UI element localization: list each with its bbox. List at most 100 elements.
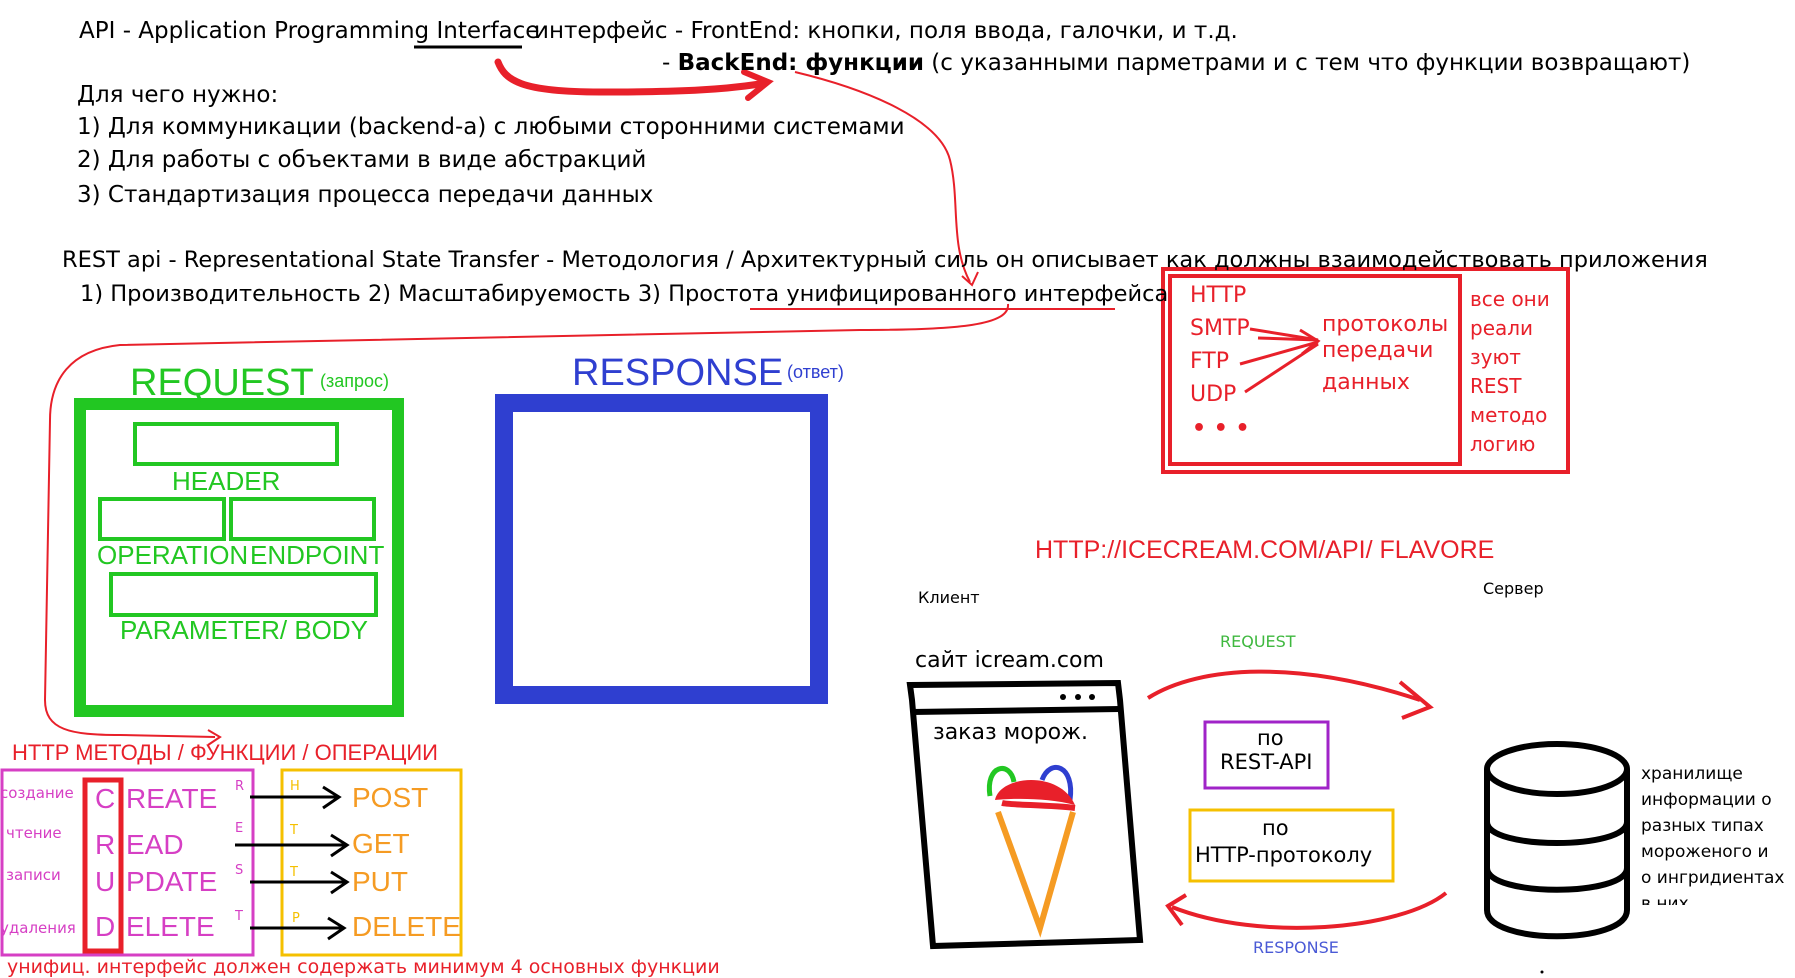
database-icon [1484, 741, 1630, 940]
rest-api-by: по [1257, 726, 1284, 750]
order-label: заказ морож. [933, 720, 1088, 745]
protocol-udp: UDP [1190, 382, 1237, 407]
rest-letter-e: E [235, 821, 244, 836]
update-put-arrow [330, 870, 350, 895]
rest-api-box [1203, 720, 1330, 790]
interface-arrowhead [741, 69, 774, 101]
rest-letter-r: R [235, 779, 245, 794]
api-definition-text: API - Application Programming [79, 18, 437, 44]
http-verbs-box [280, 768, 463, 957]
rest-api-label: REST-API [1220, 750, 1313, 774]
api-url-base: HTTP://ICECREAM.COM/API/ [1035, 536, 1373, 564]
body-field [109, 572, 378, 617]
crud-desc-delete: удаления [0, 919, 76, 937]
client-label: Клиент [918, 588, 980, 607]
http-letter-h: H [290, 779, 300, 794]
protocols-caption-3: данных [1322, 370, 1410, 395]
create-post-arrow [322, 785, 342, 810]
protocols-side-6: логию [1470, 432, 1536, 456]
server-label: Сервер [1483, 579, 1544, 598]
response-arrow-label: RESPONSE [1253, 938, 1339, 957]
protocols-side-3: зуют [1470, 345, 1521, 369]
http-protocol-by: по [1262, 816, 1289, 840]
rest-benefits: 1) Производительность 2) Масштабируемост… [80, 281, 1169, 307]
rest-letter-s: S [235, 863, 244, 878]
protocol-more: • • • [1192, 416, 1250, 441]
ice-cream-icon [986, 764, 1076, 938]
methods-arrowhead [207, 729, 222, 746]
request-box [74, 398, 404, 717]
read-get-arrow [330, 833, 350, 858]
http-methods-title: HTTP МЕТОДЫ / ФУНКЦИИ / ОПЕРАЦИИ [12, 740, 438, 765]
protocols-caption-1: протоколы [1322, 312, 1449, 337]
why-heading: Для чего нужно: [77, 82, 279, 108]
backend-to-interface-link [794, 71, 971, 283]
interface-word: Interface [436, 18, 540, 44]
why-item-2: 2) Для работы с объектами в виде абстрак… [77, 147, 647, 173]
response-subtitle: (ответ) [787, 362, 844, 382]
client-window [906, 679, 1144, 950]
interface-to-backend-arrow [494, 58, 764, 96]
protocols-outer-box [1161, 267, 1570, 474]
request-subtitle: (запрос) [320, 371, 390, 391]
crud-letter-u: U [95, 866, 116, 897]
backend-description: (с указанными парметрами и с тем что фун… [923, 50, 1691, 76]
crud-desc-update: записи [6, 866, 61, 884]
crud-word-update: PDATE [126, 866, 218, 897]
verb-post: POST [352, 782, 429, 813]
why-item-3: 3) Стандартизация процесса передачи данн… [77, 182, 654, 208]
protocols-inner-box [1168, 274, 1462, 466]
crud-word-create: REATE [126, 783, 218, 814]
backend-dash: - [662, 50, 678, 76]
storage-line-5: о ингридиентах [1641, 868, 1785, 888]
api-url: HTTP://ICECREAM.COM/API/ FLAVORE [1035, 538, 1494, 563]
request-arrow-label: REQUEST [1220, 632, 1296, 651]
operation-field [98, 497, 226, 541]
protocol-http: HTTP [1190, 283, 1247, 308]
crud-desc-create: создание [0, 784, 74, 802]
response-box [495, 394, 828, 704]
protocols-side-1: все они [1470, 287, 1550, 311]
crud-desc-read: чтение [6, 824, 62, 842]
why-item-1: 1) Для коммуникации (backend-а) с любыми… [77, 114, 905, 140]
header-label: HEADER [172, 466, 281, 496]
http-letter-t2: T [290, 865, 298, 880]
crud-word-delete: ELETE [126, 911, 215, 942]
protocols-side-4: REST [1470, 374, 1522, 398]
storage-line-2: информации о [1641, 790, 1772, 810]
window-titlebar [911, 706, 1121, 715]
api-url-resource: FLAVORE [1372, 536, 1495, 564]
endpoint-label: ENDPOINT [250, 540, 385, 570]
protocol-ftp: FTP [1190, 349, 1229, 374]
crud-word-read: EAD [126, 829, 184, 860]
delete-delete-arrow [327, 916, 347, 941]
crud-letter-c: C [95, 783, 116, 814]
response-arrow [1171, 891, 1448, 930]
protocols-arrowhead [1299, 328, 1321, 356]
verb-get: GET [352, 828, 410, 859]
rest-letter-t: T [235, 909, 243, 924]
link-arrowhead [961, 271, 979, 287]
storage-line-1: хранилище [1641, 764, 1743, 784]
http-letter-t1: T [290, 823, 298, 838]
protocol-smtp: SMTP [1190, 316, 1250, 341]
request-arrow [1146, 669, 1421, 702]
api-line-2: - BackEnd: функции (с указанными парметр… [662, 52, 1690, 75]
crud-letters-box [82, 777, 124, 954]
crud-box [0, 768, 255, 957]
storage-line-4: мороженого и [1641, 842, 1769, 862]
protocols-caption-2: передачи [1322, 338, 1434, 363]
endpoint-field [229, 497, 376, 541]
body-label: PARAMETER/ BODY [120, 615, 369, 645]
unified-interface-note: унифиц. интерфейс должен содержать миним… [7, 956, 720, 978]
site-label: сайт icream.com [915, 648, 1104, 673]
protocols-side-2: реали [1470, 316, 1534, 340]
protocols-side-5: методо [1470, 403, 1548, 427]
unified-to-methods-link [43, 303, 1010, 738]
http-protocol-box [1188, 808, 1395, 883]
storage-line-3: разных типах [1641, 816, 1764, 836]
crud-letter-d: D [95, 911, 116, 942]
api-line-1: API - Application Programming Interface [79, 20, 539, 43]
crud-letter-r: R [95, 829, 116, 860]
http-letter-p: P [292, 911, 300, 926]
